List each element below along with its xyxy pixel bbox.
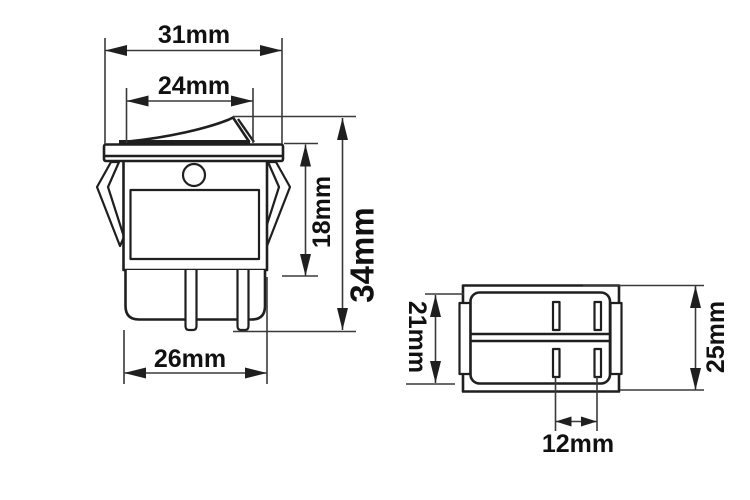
dim-total-height: 34mm	[233, 115, 381, 333]
front-view: 31mm 24mm 18mm 34mm	[95, 21, 381, 384]
dim-label-26mm: 26mm	[154, 345, 226, 373]
terminal-pin-right	[236, 270, 250, 332]
dim-body-width: 26mm	[123, 277, 268, 384]
bottom-left-tab	[458, 301, 472, 376]
dim-bezel-width: 31mm	[104, 21, 283, 144]
dim-terminal-pitch: 12mm	[542, 377, 614, 458]
dim-label-31mm: 31mm	[158, 21, 230, 49]
bottom-view: 21mm 25mm 12mm	[403, 284, 730, 458]
terminal-slot-top-right	[593, 300, 603, 332]
bezel-flange	[102, 143, 285, 163]
terminal-slot-top-left	[551, 300, 561, 332]
terminal-slot-bottom-left	[551, 347, 561, 379]
dim-body-depth: 18mm	[282, 142, 336, 277]
dim-label-12mm: 12mm	[542, 430, 614, 458]
body-recess	[129, 188, 261, 261]
bottom-inner-body	[469, 291, 612, 385]
dim-rocker-width: 24mm	[125, 72, 254, 143]
dim-label-18mm: 18mm	[308, 176, 336, 248]
bottom-right-tab	[609, 301, 623, 376]
dim-label-24mm: 24mm	[158, 72, 230, 100]
dim-label-25mm: 25mm	[702, 301, 730, 373]
terminal-slot-bottom-right	[593, 347, 603, 379]
dim-outer-height: 25mm	[583, 284, 730, 391]
rocker-end-face-edge	[237, 118, 255, 143]
dim-label-21mm: 21mm	[403, 301, 431, 373]
pilot-hole	[181, 162, 207, 188]
dim-label-34mm: 34mm	[344, 207, 381, 302]
rocker-actuator	[126, 116, 251, 143]
terminal-pin-left	[184, 270, 198, 332]
dim-inner-height: 21mm	[403, 293, 464, 385]
left-mounting-clip	[95, 160, 126, 248]
